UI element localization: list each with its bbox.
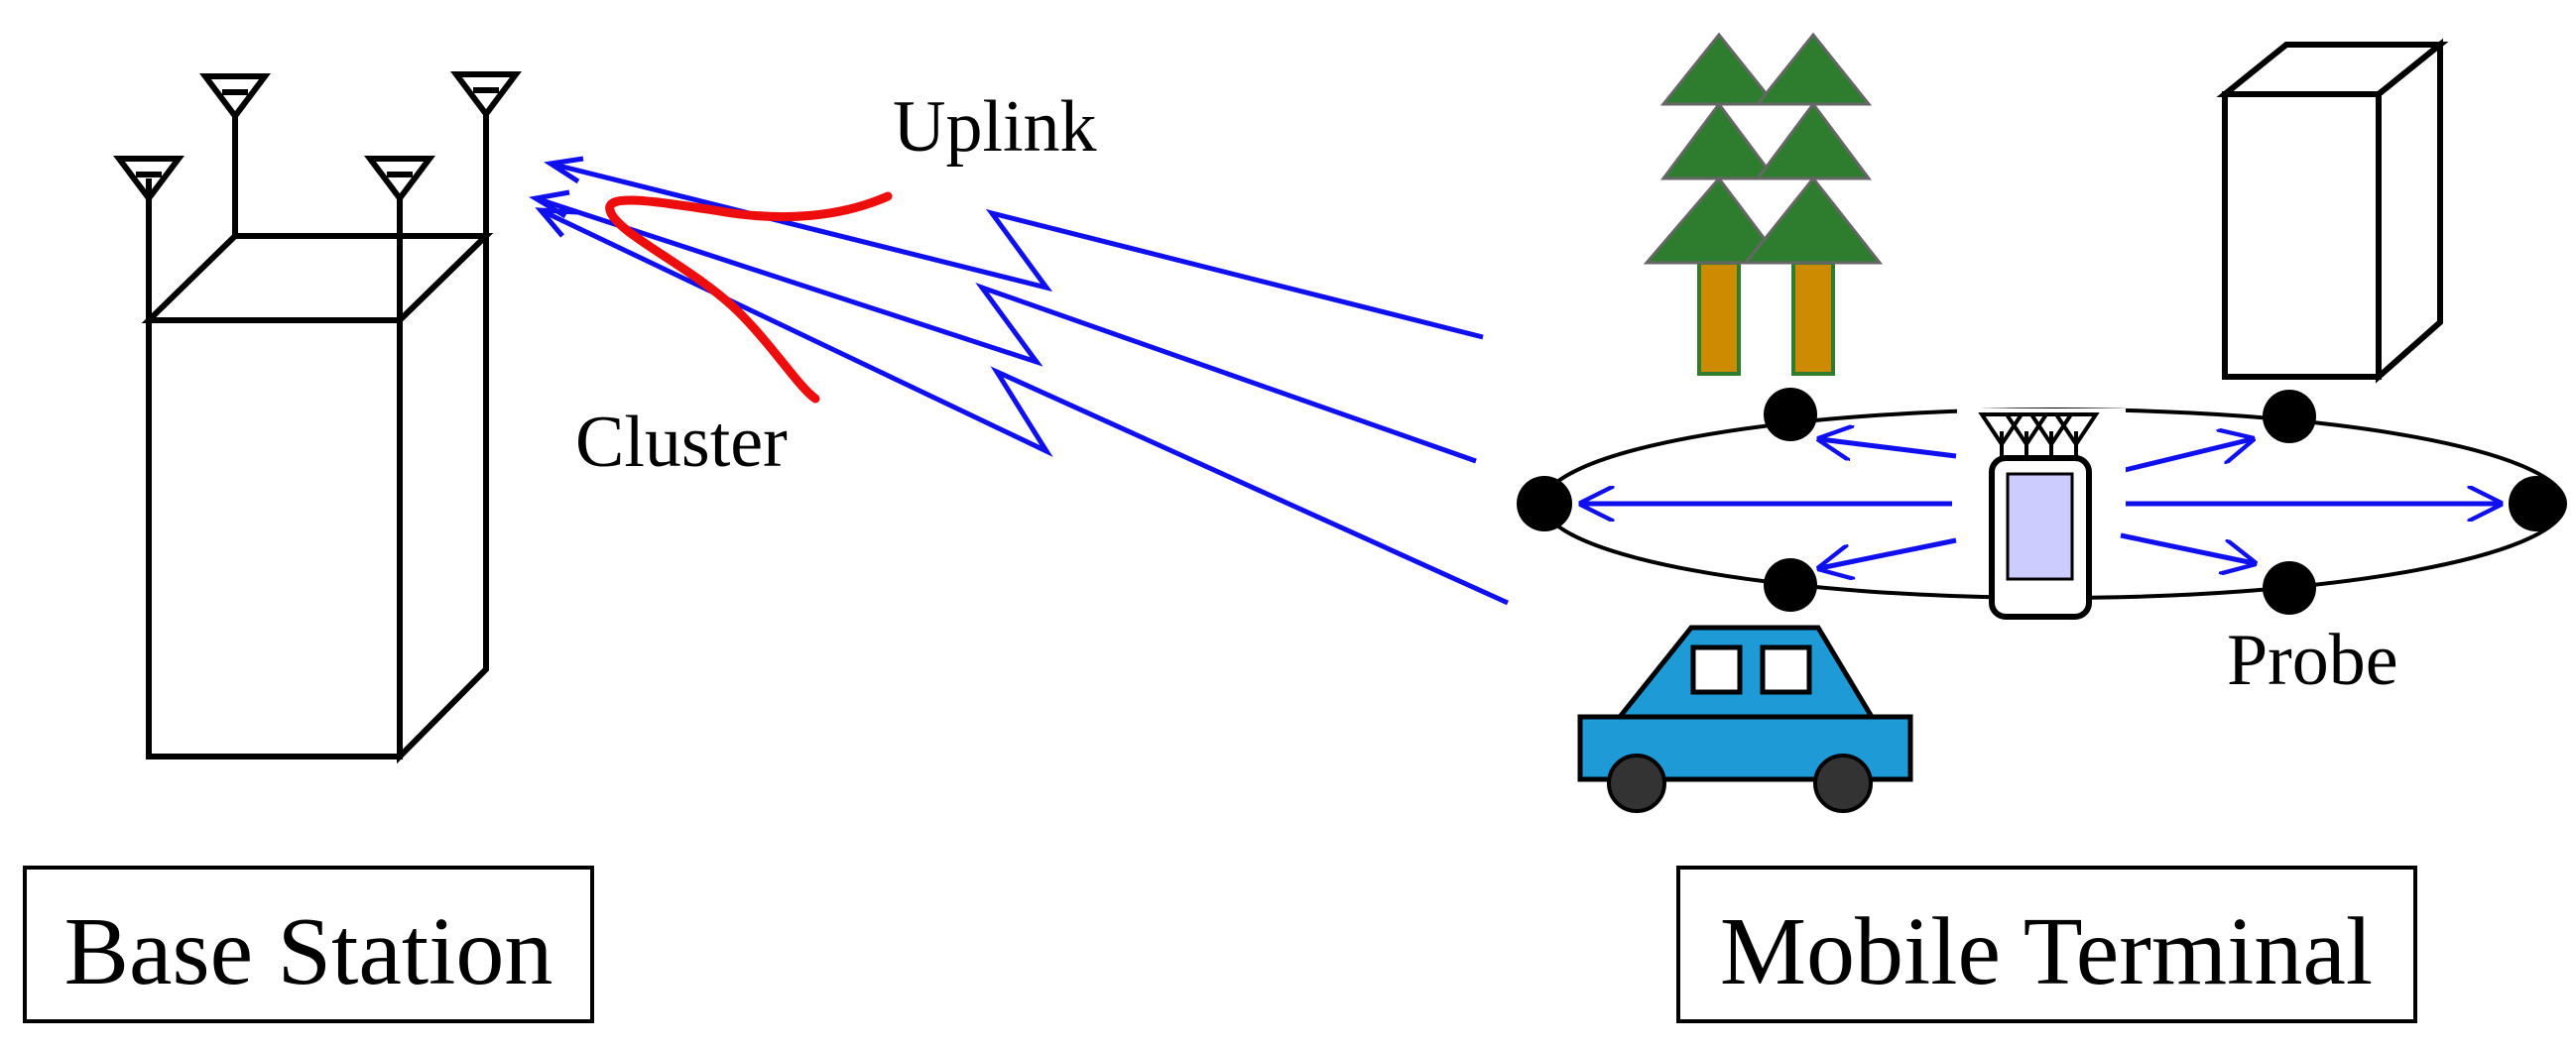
mobile-terminal-label: Mobile Terminal bbox=[1720, 898, 2373, 1005]
base-station-label: Base Station bbox=[64, 898, 553, 1005]
cluster-curve bbox=[605, 191, 893, 404]
mobile-terminal-caption: Mobile Terminal bbox=[1676, 866, 2417, 1023]
uplink-ray bbox=[544, 156, 1484, 340]
base-station-antenna-icon bbox=[450, 71, 522, 236]
probe-label: Probe bbox=[2227, 620, 2398, 701]
building-icon bbox=[2216, 38, 2449, 384]
probe-dot bbox=[1764, 388, 1817, 441]
car-icon bbox=[1577, 625, 1913, 813]
uplink-ray bbox=[535, 207, 1510, 606]
probe-dot bbox=[1517, 476, 1572, 531]
uplink-rays bbox=[528, 156, 1510, 606]
probe-dots bbox=[1517, 388, 2564, 615]
base-station-antenna-icon bbox=[364, 156, 435, 320]
tree-icon bbox=[1643, 32, 1786, 376]
base-station-icon bbox=[113, 71, 522, 764]
probe-dot bbox=[1764, 558, 1817, 612]
probe-arrows bbox=[1582, 439, 2500, 568]
cluster-label: Cluster bbox=[575, 402, 788, 483]
tree-icon bbox=[1742, 32, 1884, 376]
base-station-caption: Base Station bbox=[23, 866, 594, 1023]
base-station-antenna-icon bbox=[113, 156, 184, 320]
uplink-label: Uplink bbox=[893, 86, 1097, 168]
probe-dot bbox=[2509, 476, 2564, 531]
probe-dot bbox=[2263, 390, 2316, 443]
mobile-phone-icon bbox=[1957, 409, 2126, 620]
probe-dot bbox=[2263, 561, 2316, 615]
base-station-antenna-icon bbox=[199, 73, 271, 236]
